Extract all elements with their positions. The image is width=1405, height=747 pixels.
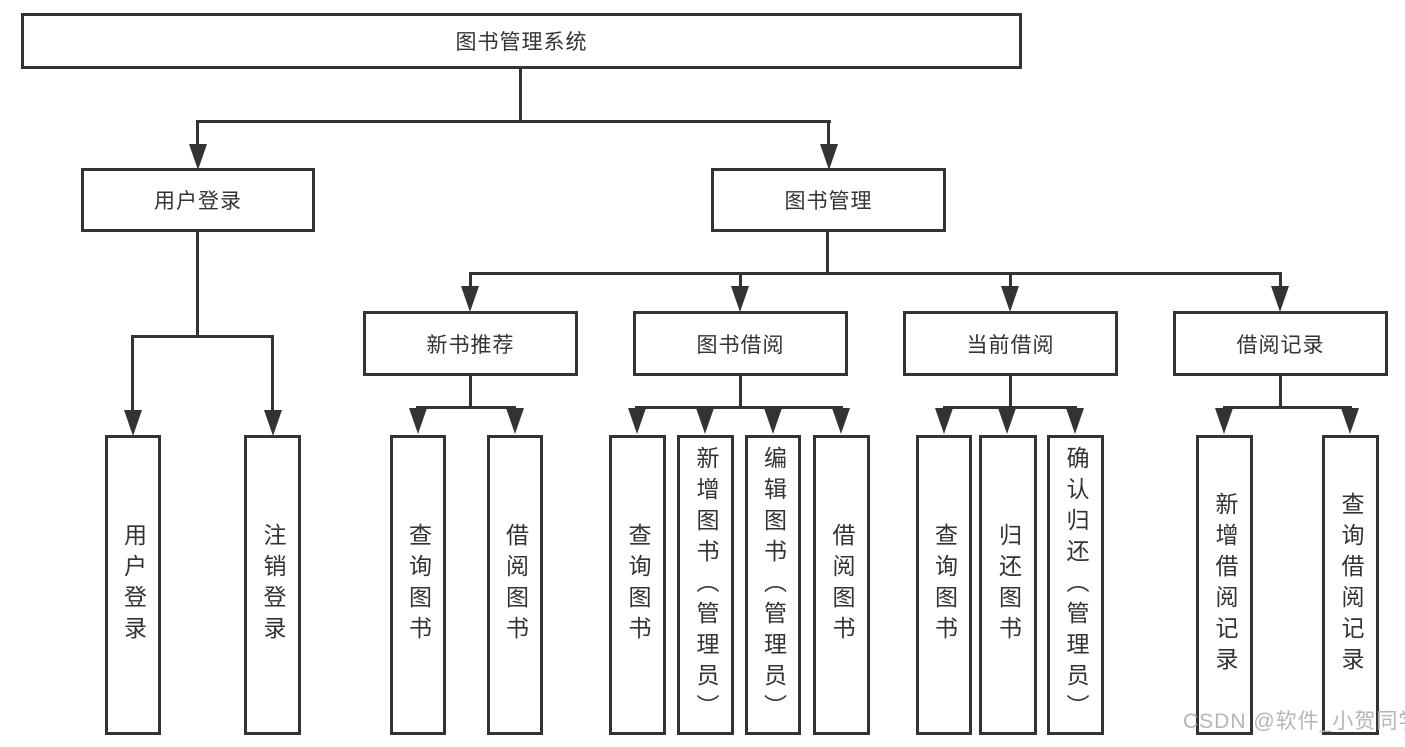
connector-currentborrow-hbar xyxy=(943,406,1077,409)
node-book-borrow-label: 图书借阅 xyxy=(696,333,785,357)
arrow-to-book-mgmt xyxy=(820,144,838,170)
node-new-book: 新书推荐 xyxy=(363,311,578,376)
leaf-records-query-label: 查询借阅记录 xyxy=(1338,492,1364,678)
connector-userlogin-stub-1 xyxy=(131,335,134,413)
arrow-to-new-book xyxy=(461,286,479,312)
leaf-current-query-label: 查询图书 xyxy=(931,523,958,647)
connector-bookmgmt-vline xyxy=(826,232,829,272)
leaf-user-login-label: 用户登录 xyxy=(120,523,147,647)
arrow-bookborrow-leaf-3 xyxy=(764,408,782,434)
leaf-borrow-borrow-label: 借阅图书 xyxy=(829,523,855,647)
connector-bookmgmt-stub-3 xyxy=(1009,272,1012,290)
connector-bookmgmt-stub-1 xyxy=(469,272,472,290)
connector-bookmgmt-stub-4 xyxy=(1279,272,1282,290)
arrow-newbook-leaf-2 xyxy=(506,408,524,434)
leaf-records-query: 查询借阅记录 xyxy=(1322,435,1379,735)
leaf-user-login: 用户登录 xyxy=(105,435,161,735)
leaf-borrow-query-label: 查询图书 xyxy=(625,523,651,647)
connector-bookborrow-hbar xyxy=(635,406,843,409)
connector-root-hbar xyxy=(196,120,831,123)
connector-borrowrecords-vline xyxy=(1279,376,1282,406)
node-root: 图书管理系统 xyxy=(21,13,1022,69)
arrow-newbook-leaf-1 xyxy=(409,408,427,434)
connector-bookmgmt-hbar xyxy=(469,272,1282,275)
arrow-currentborrow-leaf-3 xyxy=(1066,408,1084,434)
csdn-watermark: CSDN @软件_小贺同学 xyxy=(1183,710,1405,733)
leaf-logout-label: 注销登录 xyxy=(260,523,286,647)
connector-root-stub-right xyxy=(827,120,830,148)
arrow-to-book-borrow xyxy=(731,286,749,312)
leaf-records-add: 新增借阅记录 xyxy=(1196,435,1253,735)
leaf-newbook-borrow-label: 借阅图书 xyxy=(502,523,529,647)
arrow-borrowrecords-leaf-2 xyxy=(1341,408,1359,434)
node-root-label: 图书管理系统 xyxy=(455,31,588,54)
arrow-currentborrow-leaf-2 xyxy=(998,408,1016,434)
arrow-borrowrecords-leaf-1 xyxy=(1215,408,1233,434)
connector-userlogin-vline xyxy=(196,232,199,335)
connector-root-vline xyxy=(519,69,522,120)
node-borrow-records: 借阅记录 xyxy=(1173,311,1388,376)
arrow-to-leaf-logout xyxy=(264,410,282,436)
connector-bookmgmt-stub-2 xyxy=(739,272,742,290)
leaf-current-confirm: 确认归还（管理员） xyxy=(1047,435,1104,735)
node-current-borrow: 当前借阅 xyxy=(903,311,1118,376)
node-user-login: 用户登录 xyxy=(81,168,315,232)
node-borrow-records-label: 借阅记录 xyxy=(1236,333,1325,357)
node-book-borrow: 图书借阅 xyxy=(633,311,848,376)
leaf-current-return-label: 归还图书 xyxy=(995,523,1022,647)
leaf-current-query: 查询图书 xyxy=(916,435,972,735)
leaf-borrow-add: 新增图书（管理员） xyxy=(677,435,734,735)
connector-bookborrow-vline xyxy=(739,376,742,406)
leaf-borrow-borrow: 借阅图书 xyxy=(813,435,870,735)
connector-root-stub-left xyxy=(196,120,199,148)
arrow-currentborrow-leaf-1 xyxy=(935,408,953,434)
leaf-logout: 注销登录 xyxy=(244,435,301,735)
node-book-mgmt-label: 图书管理 xyxy=(784,190,873,213)
leaf-records-add-label: 新增借阅记录 xyxy=(1212,492,1238,678)
arrow-to-user-login xyxy=(189,144,207,170)
connector-newbook-vline xyxy=(469,376,472,406)
connector-currentborrow-vline xyxy=(1009,376,1012,406)
arrow-bookborrow-leaf-2 xyxy=(696,408,714,434)
leaf-current-return: 归还图书 xyxy=(979,435,1037,735)
connector-userlogin-hbar xyxy=(131,335,274,338)
leaf-newbook-query-label: 查询图书 xyxy=(405,523,432,647)
arrow-bookborrow-leaf-4 xyxy=(832,408,850,434)
connector-newbook-hbar xyxy=(416,406,516,409)
arrow-to-leaf-login xyxy=(124,410,142,436)
node-book-mgmt: 图书管理 xyxy=(711,168,946,232)
node-current-borrow-label: 当前借阅 xyxy=(966,333,1055,357)
node-new-book-label: 新书推荐 xyxy=(426,333,515,357)
leaf-newbook-borrow: 借阅图书 xyxy=(487,435,543,735)
leaf-borrow-add-label: 新增图书（管理员） xyxy=(693,445,719,725)
leaf-borrow-edit-label: 编辑图书（管理员） xyxy=(760,445,787,725)
connector-borrowrecords-hbar xyxy=(1223,406,1352,409)
node-user-login-label: 用户登录 xyxy=(154,190,242,213)
leaf-newbook-query: 查询图书 xyxy=(390,435,446,735)
leaf-borrow-edit: 编辑图书（管理员） xyxy=(745,435,801,735)
leaf-borrow-query: 查询图书 xyxy=(609,435,666,735)
arrow-to-borrow-records xyxy=(1271,286,1289,312)
connector-userlogin-stub-2 xyxy=(271,335,274,413)
arrow-bookborrow-leaf-1 xyxy=(628,408,646,434)
leaf-current-confirm-label: 确认归还（管理员） xyxy=(1063,445,1089,725)
arrow-to-current-borrow xyxy=(1001,286,1019,312)
